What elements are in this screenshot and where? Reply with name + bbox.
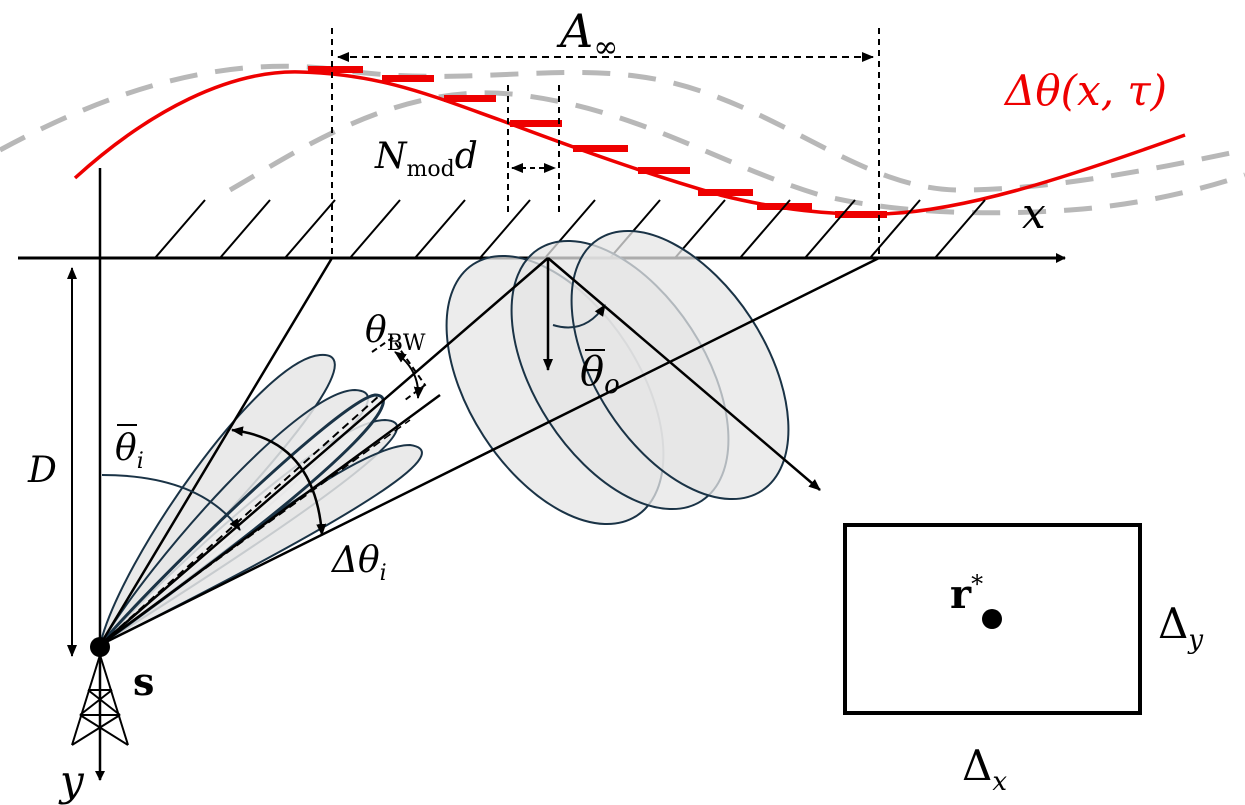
source-label: s [133, 659, 154, 704]
svg-text:θi: θi [115, 428, 144, 474]
incident-angle-arc [101, 474, 241, 531]
target-point [982, 609, 1002, 629]
aperture-label: A∞ [556, 4, 618, 65]
x-axis-label: x [1022, 189, 1046, 238]
phase-step [638, 167, 690, 174]
outgoing-angle-arc [552, 304, 606, 329]
phase-step [510, 120, 562, 127]
beamwidth-arc [394, 351, 424, 399]
svg-text:θo: θo [580, 349, 620, 400]
y-axis-label: y [58, 756, 85, 805]
phase-step [698, 189, 753, 196]
delta-y-label: Δy [1158, 599, 1203, 655]
target-region [843, 523, 1142, 715]
phase-curve [73, 70, 1186, 216]
tower-icon [71, 654, 129, 746]
delta-x-label: Δx [962, 741, 1007, 797]
nmod-label: Nmodd [374, 136, 478, 182]
nmod-guides [507, 85, 560, 215]
phase-step [573, 145, 628, 152]
beam-edge-dashed [99, 419, 411, 646]
beamwidth-label: θBW [365, 310, 426, 356]
target-label: r* [950, 570, 983, 618]
outgoing-lobe [570, 229, 790, 501]
phase-step [444, 95, 496, 102]
source-point [90, 637, 110, 657]
phase-profile-label: Δθ(x, τ) [1003, 66, 1167, 115]
ghost-curve-lower [228, 90, 1245, 216]
incident-angle-label: θi [115, 424, 144, 474]
outgoing-beam-lobes [445, 229, 790, 526]
angle-spread-arc [231, 426, 327, 536]
outgoing-angle-label: θo [580, 349, 620, 400]
phase-step [835, 211, 887, 218]
angle-spread-label: Δθi [330, 540, 387, 586]
distance-label: D [27, 450, 57, 491]
aperture-guides [331, 28, 880, 258]
phase-step [308, 66, 363, 73]
phase-step [382, 75, 434, 82]
